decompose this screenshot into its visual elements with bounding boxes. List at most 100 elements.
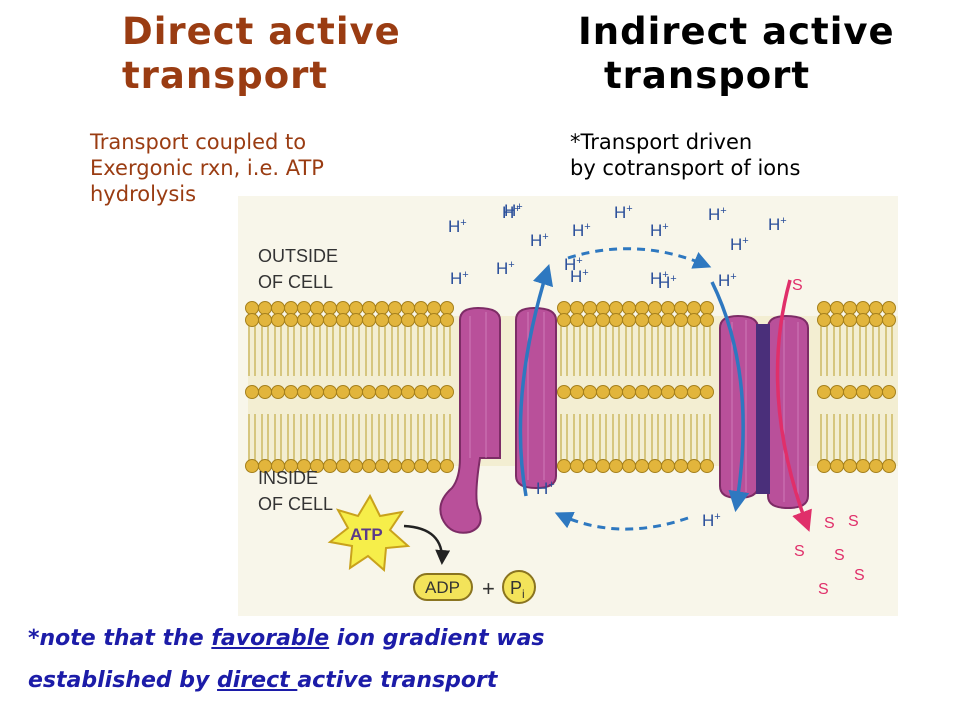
lipid-head — [349, 301, 363, 315]
inside-cell-label: OF CELL — [258, 494, 333, 514]
lipid-head — [674, 301, 688, 315]
lipid-head — [817, 459, 831, 473]
lipid-head — [856, 301, 870, 315]
lipid-head — [323, 459, 337, 473]
lipid-head — [258, 313, 272, 327]
lipid-head — [843, 459, 857, 473]
proton-label: H+ — [614, 203, 633, 222]
lipid-head — [245, 301, 259, 315]
lipid-head — [622, 385, 636, 399]
lipid-head — [687, 313, 701, 327]
lipid-heads-inner — [245, 385, 896, 473]
lipid-head — [609, 313, 623, 327]
lipid-head — [362, 459, 376, 473]
lipid-head — [414, 459, 428, 473]
solute-label: S — [854, 567, 865, 584]
lipid-head — [245, 313, 259, 327]
proton-label: H+ — [768, 215, 787, 234]
lipid-head — [388, 459, 402, 473]
lipid-head — [882, 313, 896, 327]
lipid-head — [349, 459, 363, 473]
lipid-head — [388, 385, 402, 399]
proton-label: H+ — [450, 269, 469, 288]
lipid-head — [583, 385, 597, 399]
proton-pump-arrow — [518, 263, 554, 497]
proton-label: H+ — [708, 205, 727, 224]
lipid-head — [830, 301, 844, 315]
lipid-head — [245, 459, 259, 473]
proton-gradient-arrow-outside — [567, 247, 712, 269]
footnote-text: ion gradient was — [329, 626, 545, 651]
description-direct-line: Exergonic rxn, i.e. ATP — [90, 156, 324, 180]
lipid-head — [856, 313, 870, 327]
lipid-head — [817, 385, 831, 399]
lipid-head — [674, 459, 688, 473]
adp-box — [413, 573, 473, 601]
lipid-head — [869, 459, 883, 473]
lipid-head — [596, 385, 610, 399]
proton-label: H+ — [504, 201, 523, 220]
lipid-head — [258, 385, 272, 399]
lipid-head — [258, 301, 272, 315]
lipid-head — [557, 301, 571, 315]
lipid-head — [843, 301, 857, 315]
title-indirect-active-transport: Indirect active transport — [578, 10, 895, 98]
lipid-head — [375, 385, 389, 399]
lipid-head — [687, 459, 701, 473]
title-left-line1: Direct active — [122, 10, 401, 53]
title-right-line2: transport — [604, 54, 811, 97]
title-direct-active-transport: Direct active transport — [122, 10, 401, 98]
proton-label: H+ — [702, 511, 721, 530]
lipid-head — [388, 313, 402, 327]
proton-label: H+ — [658, 273, 677, 292]
lipid-head — [401, 385, 415, 399]
lipid-head — [674, 385, 688, 399]
proton-label: H+ — [496, 259, 515, 278]
lipid-head — [284, 385, 298, 399]
lipid-head — [687, 301, 701, 315]
lipid-head — [830, 385, 844, 399]
adp-label: ADP — [425, 578, 460, 597]
lipid-head — [882, 385, 896, 399]
atp-hydrolysis-arrow — [403, 524, 451, 565]
title-right-line1: Indirect active — [578, 10, 895, 53]
lipid-head — [440, 301, 454, 315]
lipid-head — [401, 313, 415, 327]
description-direct: Transport coupled to Exergonic rxn, i.e.… — [90, 129, 324, 207]
lipid-head — [557, 459, 571, 473]
proton-label: H+ — [570, 267, 589, 286]
lipid-head — [869, 301, 883, 315]
lipid-head — [882, 301, 896, 315]
lipid-head — [674, 313, 688, 327]
lipid-head — [648, 459, 662, 473]
lipid-head — [570, 459, 584, 473]
lipid-head — [609, 301, 623, 315]
phosphate-circle — [502, 570, 536, 604]
lipid-head — [310, 301, 324, 315]
proton-return-arrow-inside — [554, 511, 689, 531]
lipid-head — [622, 459, 636, 473]
lipid-head — [362, 313, 376, 327]
lipid-head — [583, 301, 597, 315]
lipid-head — [648, 301, 662, 315]
lipid-head — [323, 301, 337, 315]
lipid-head — [661, 313, 675, 327]
membrane-transport-diagram: OUTSIDE OF CELL INSIDE OF CELL H+H+H+H+H… — [238, 196, 898, 616]
lipid-head — [843, 385, 857, 399]
lipid-head — [596, 313, 610, 327]
lipid-head — [310, 385, 324, 399]
proton-label: H+ — [650, 221, 669, 240]
lipid-head — [856, 459, 870, 473]
lipid-head — [336, 459, 350, 473]
lipid-head — [375, 313, 389, 327]
lipid-heads-outer — [245, 301, 896, 327]
phosphate-label: Pi — [510, 578, 525, 601]
lipid-head — [596, 459, 610, 473]
lipid-head — [648, 385, 662, 399]
lipid-head — [245, 385, 259, 399]
description-direct-line: hydrolysis — [90, 182, 197, 206]
inside-cell-label: INSIDE — [258, 468, 318, 488]
lipid-head — [570, 301, 584, 315]
lipid-head — [349, 313, 363, 327]
lipid-head — [583, 313, 597, 327]
